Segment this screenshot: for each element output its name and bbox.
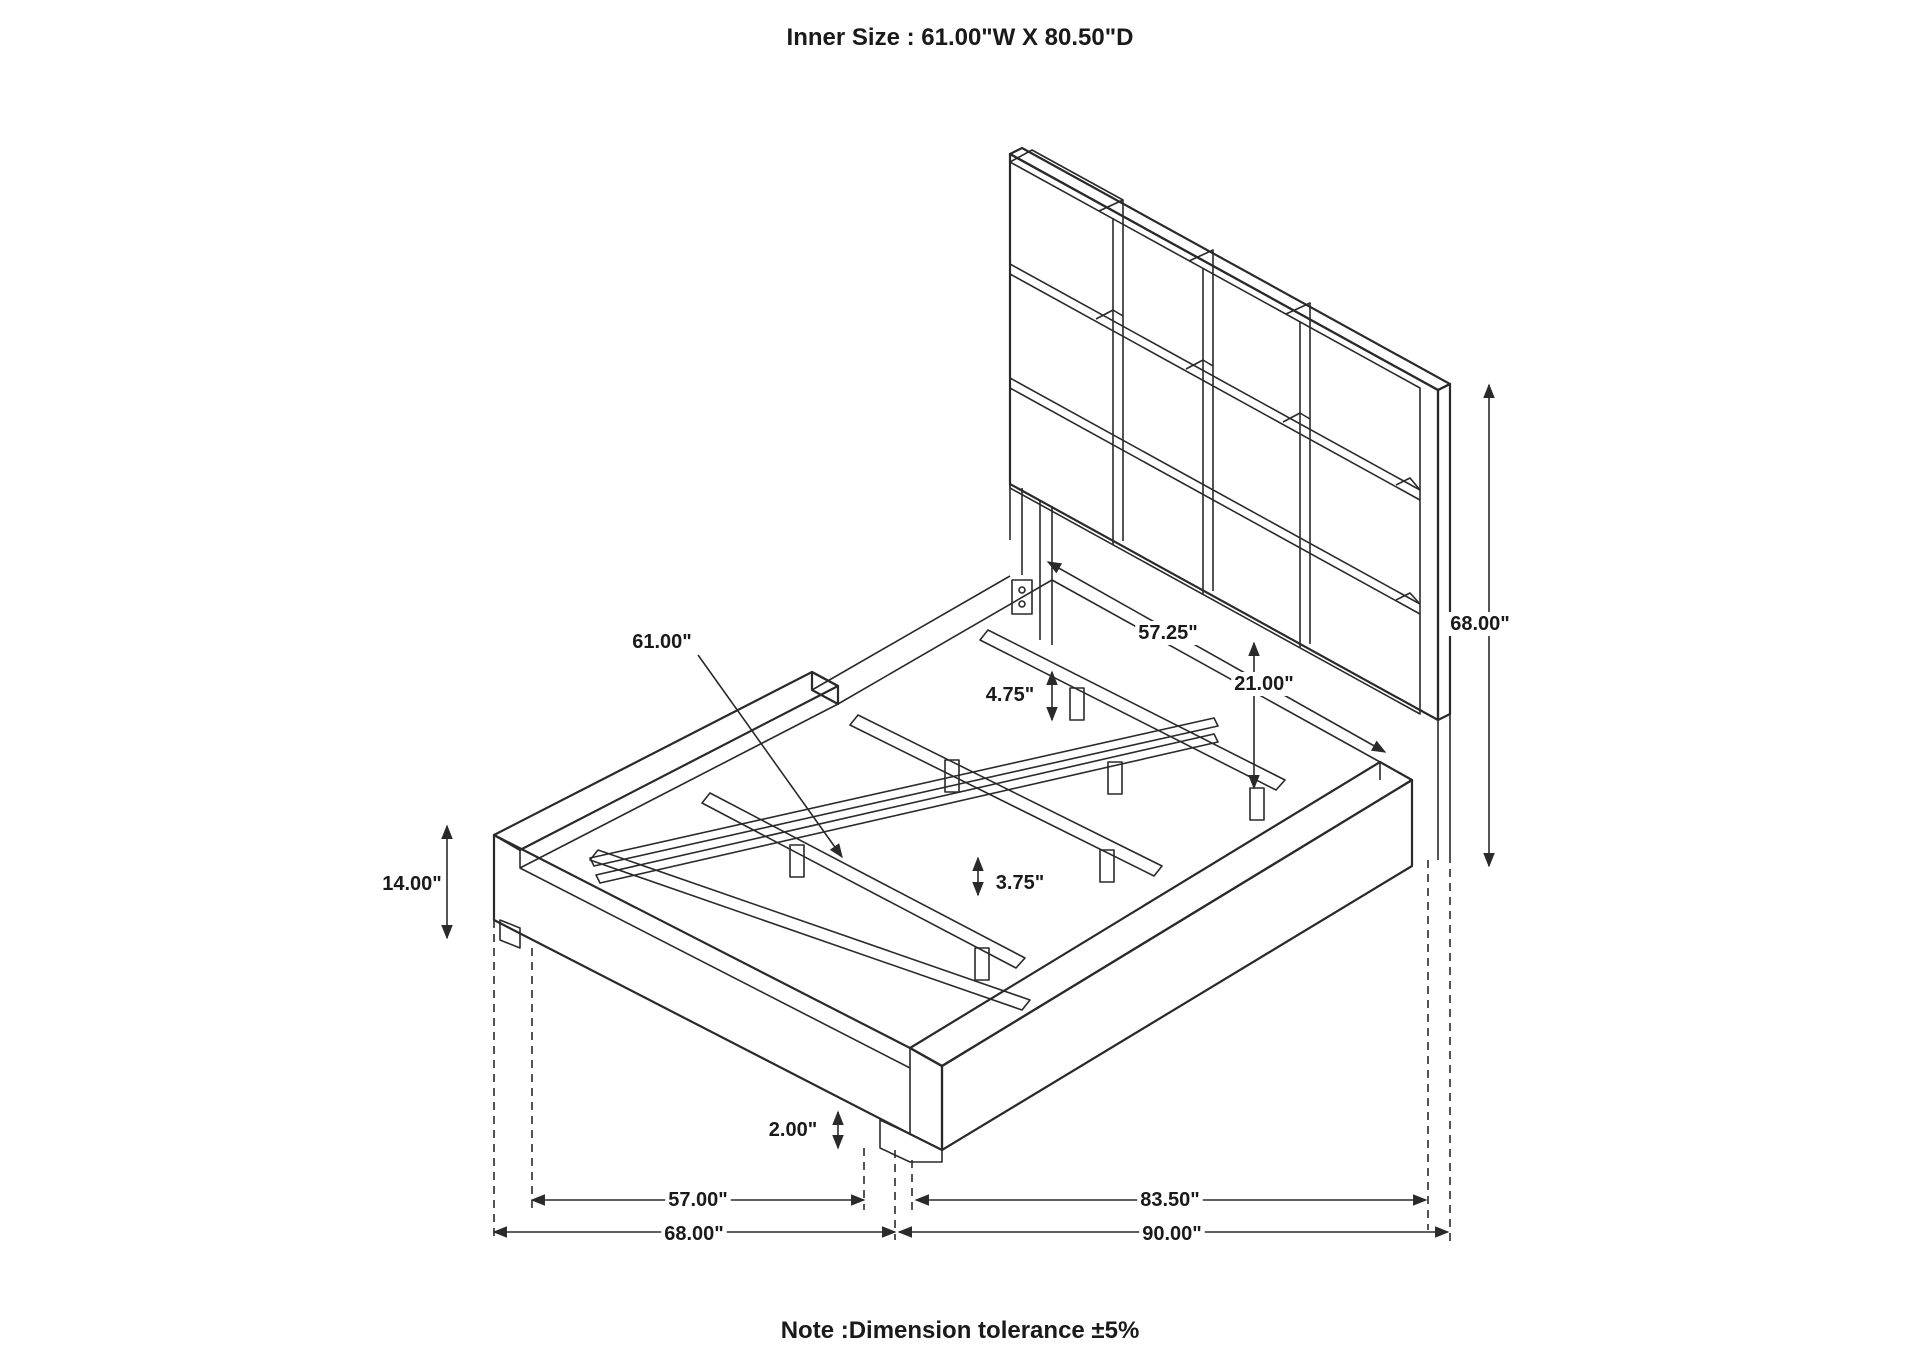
label-leg-span-width: 57.00" [668, 1189, 728, 1211]
slat [979, 629, 1286, 791]
slat-system [589, 629, 1286, 1011]
label-slat-leg-center: 3.75" [996, 872, 1044, 894]
headboard-tuft-grid [1009, 149, 1421, 648]
dimension-labels: 68.00" 57.25" 21.00" 61.00" 4.75" 3.75" … [379, 612, 1513, 1246]
label-backing [1137, 1188, 1203, 1212]
label-foot-height: 2.00" [769, 1119, 817, 1141]
label-leg-span-length: 83.50" [1140, 1189, 1200, 1211]
slat [589, 849, 1031, 1011]
leg-front-right [879, 1119, 943, 1163]
label-backing [629, 630, 695, 654]
label-backing [992, 871, 1048, 895]
label-backing [1447, 612, 1513, 636]
label-backing [665, 1188, 731, 1212]
label-slat-leg-back: 4.75" [986, 684, 1034, 706]
bed-frame [492, 575, 1414, 1163]
label-backing [765, 1118, 821, 1142]
label-backing [1231, 672, 1297, 696]
label-headboard-height: 68.00" [1450, 613, 1510, 635]
headboard [1008, 146, 1452, 1245]
label-backing [1135, 621, 1201, 645]
dimension-lines [441, 383, 1495, 1240]
tolerance-note: Note :Dimension tolerance ±5% [780, 1317, 1140, 1344]
label-backing [982, 683, 1038, 707]
label-backing [379, 872, 445, 896]
label-overall-width: 68.00" [664, 1223, 724, 1245]
label-headboard-panel-height: 21.00" [1234, 673, 1294, 695]
label-backing [661, 1222, 727, 1246]
slat [701, 792, 1026, 969]
label-bed-height: 14.00" [382, 873, 442, 895]
leg-front-left [499, 919, 521, 949]
inner-size-title: Inner Size : 61.00"W X 80.50"D [786, 24, 1134, 51]
label-inner-width: 61.00" [632, 631, 692, 653]
label-headboard-inner-width: 57.25" [1138, 622, 1198, 644]
headboard-bracket [1011, 579, 1033, 615]
label-backing [1139, 1222, 1205, 1246]
label-overall-length: 90.00" [1142, 1223, 1202, 1245]
slat [849, 714, 1163, 877]
